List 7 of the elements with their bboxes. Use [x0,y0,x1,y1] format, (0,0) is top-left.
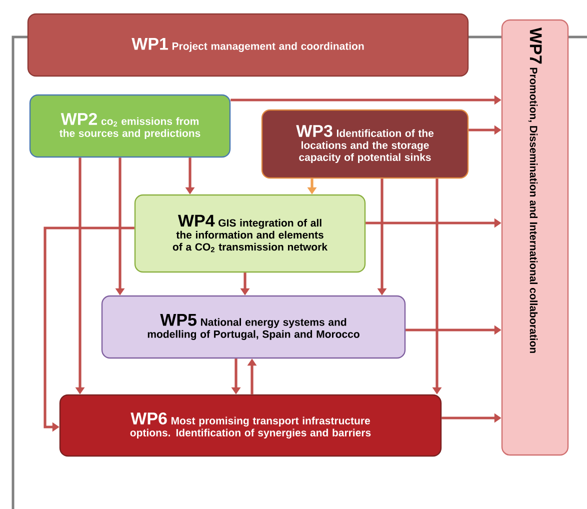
work-package-box: WP5 National energy systems and modelling of Portugal, Spain and Morocco [101,295,406,359]
work-package-box: WP2 co$_{2}$ emissions from the sources and predictions [29,94,231,158]
work-package-box: WP7 Promotion, Dissemination and International collaboration [501,19,569,456]
work-package-box: WP6 Most promising transport infrastructure options. Identification of synergies and barriers [59,394,442,457]
work-package-box: WP3 Identification of the locations and the storage capacity of potential sinks [261,109,469,179]
work-package-box: WP4 GIS integration of all the information and elements of a CO$_{2}$ transmission network [134,194,366,273]
work-package-box: WP1 Project management and coordination [27,13,469,77]
